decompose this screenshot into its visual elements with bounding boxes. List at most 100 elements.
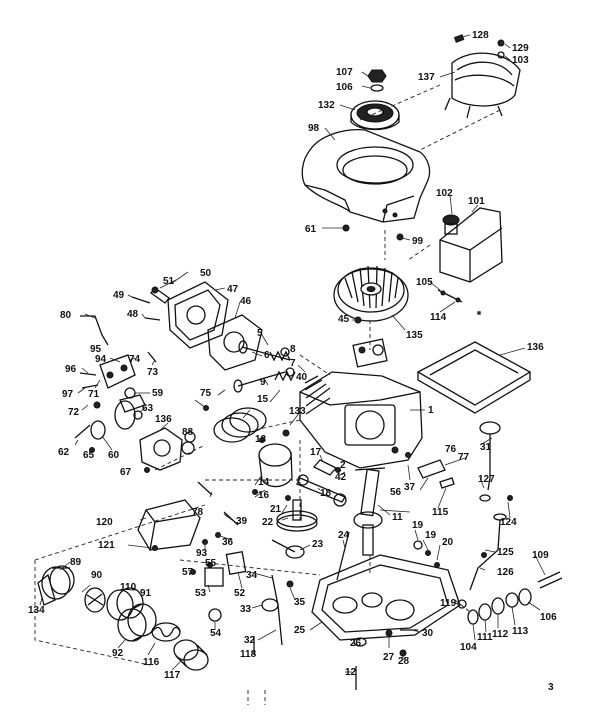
label-32: 32 [244,635,256,646]
label-106: 106 [336,82,353,93]
label-22: 22 [262,517,274,528]
label-13: 13 [255,434,267,445]
label-16: 16 [258,490,270,501]
part-screw-121 [152,545,158,551]
label-95: 95 [90,344,102,355]
label-91: 91 [140,588,152,599]
part-washer-111 [478,603,492,621]
part-bearing-108 [518,588,532,606]
part-screw-97 [81,384,99,389]
label-21: 21 [270,504,282,515]
part-governor-link [80,315,109,346]
part-bracket-78 [197,481,213,496]
part-screw-35 [286,580,294,588]
part-shaft-109 [537,571,563,589]
part-screw-21 [285,495,291,501]
label-127: 127 [478,474,495,485]
part-bolt-48 [144,317,161,321]
label-5: 5 [257,328,263,339]
part-screw-19 [425,550,431,556]
part-pulley-91 [106,587,144,621]
part-screw-96 [79,372,97,376]
label-137: 137 [418,72,435,83]
label-39: 39 [236,516,248,527]
label-78: 78 [192,507,204,518]
label-121: 121 [98,540,115,551]
part-screw-20 [434,562,440,568]
label-119: 119 [440,598,457,609]
label-14: 14 [258,477,270,488]
part-oil-fill-24 [336,531,350,581]
label-40: 40 [296,372,308,383]
label-20: 20 [442,537,454,548]
label-56: 56 [390,487,402,498]
label-7: 7 [290,358,296,369]
part-plug-59 [124,387,136,399]
label-90: 90 [91,570,103,581]
part-dipstick-tube [469,513,507,591]
part-fuel-cap-cover [444,34,521,119]
part-cam-gear [276,499,318,532]
label-24: 24 [338,530,350,541]
label-114: 114 [430,312,447,323]
part-cylinder-block [299,371,423,469]
part-dipstick [479,421,501,502]
label-54: 54 [210,628,222,639]
label-111: 111 [477,632,493,643]
label-98: 98 [308,123,320,134]
label-96: 96 [65,364,77,375]
label-47: 47 [227,284,239,295]
label-31: 31 [480,442,492,453]
part-screw-99 [396,233,404,241]
label-97: 97 [62,389,74,400]
part-spring-116 [151,622,181,642]
label-92: 92 [112,648,124,659]
part-air-filter-pad [416,341,532,414]
label-48: 48 [127,309,139,320]
label-9: 9 [260,377,266,388]
part-starter-cup-89 [41,565,75,600]
part-cover-17 [312,459,338,476]
label-109: 109 [532,550,549,561]
label-112: 112 [492,629,509,640]
part-plug-27 [385,629,393,637]
part-sleeve-117 [173,639,209,671]
label-36: 36 [222,537,234,548]
part-head-gasket [207,314,263,371]
label-17b: 19 [412,520,424,531]
label-17: 17 [310,447,322,458]
label-37: 37 [404,482,416,493]
part-link-39 [223,511,239,526]
part-valve-assembly [233,340,296,393]
part-screw-62 [74,424,91,439]
label-33: 33 [240,604,252,615]
label-101: 101 [468,196,485,207]
label-27: 27 [383,652,395,663]
label-1: 1 [428,405,434,416]
part-nut-107 [367,69,387,83]
part-control-bracket [99,354,136,389]
label-135: 135 [406,330,423,341]
part-rotating-screen [350,100,400,131]
label-94: 94 [95,354,107,365]
label-60: 60 [108,450,120,461]
label-75: 75 [200,388,212,399]
label-74: 74 [129,354,141,365]
label-59: 59 [152,388,164,399]
label-34: 34 [246,570,258,581]
label-126: 126 [497,567,514,578]
label-52: 52 [234,588,246,599]
label-67: 67 [120,467,132,478]
label-2: 2 [340,460,346,471]
label-120: 120 [96,517,113,528]
part-tank-bracket-105 [437,289,463,303]
label-129: 129 [512,43,529,54]
part-screw-124 [507,495,513,501]
label-115: 115 [432,507,449,518]
part-washer-13 [259,437,265,443]
label-118: 118 [240,649,257,660]
part-housing-92 [117,603,157,642]
part-shaft-34 [271,574,283,646]
label-108: 106 [540,612,557,623]
